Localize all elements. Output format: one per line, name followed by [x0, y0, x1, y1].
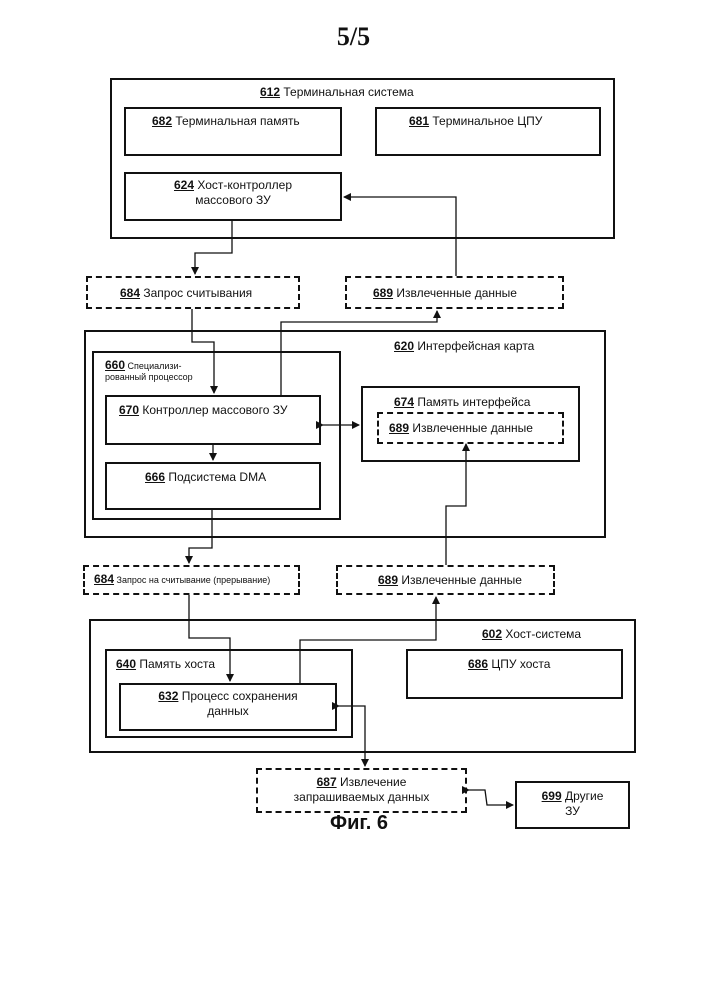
arrow-extracted-mid-to-interface [446, 444, 466, 565]
arrow-controller-to-read-request [195, 221, 232, 274]
arrow-dma-to-interrupt [189, 510, 212, 563]
arrow-save-process-to-retrieve [339, 706, 365, 766]
arrow-mass-controller-to-extracted [281, 311, 437, 395]
arrow-interrupt-to-save-process [189, 595, 230, 681]
arrow-retrieve-to-other-storage [469, 790, 513, 805]
arrow-save-process-to-extracted [300, 597, 436, 683]
arrow-read-request-to-mass-controller [192, 309, 214, 393]
arrow-extracted-to-controller [344, 197, 456, 276]
